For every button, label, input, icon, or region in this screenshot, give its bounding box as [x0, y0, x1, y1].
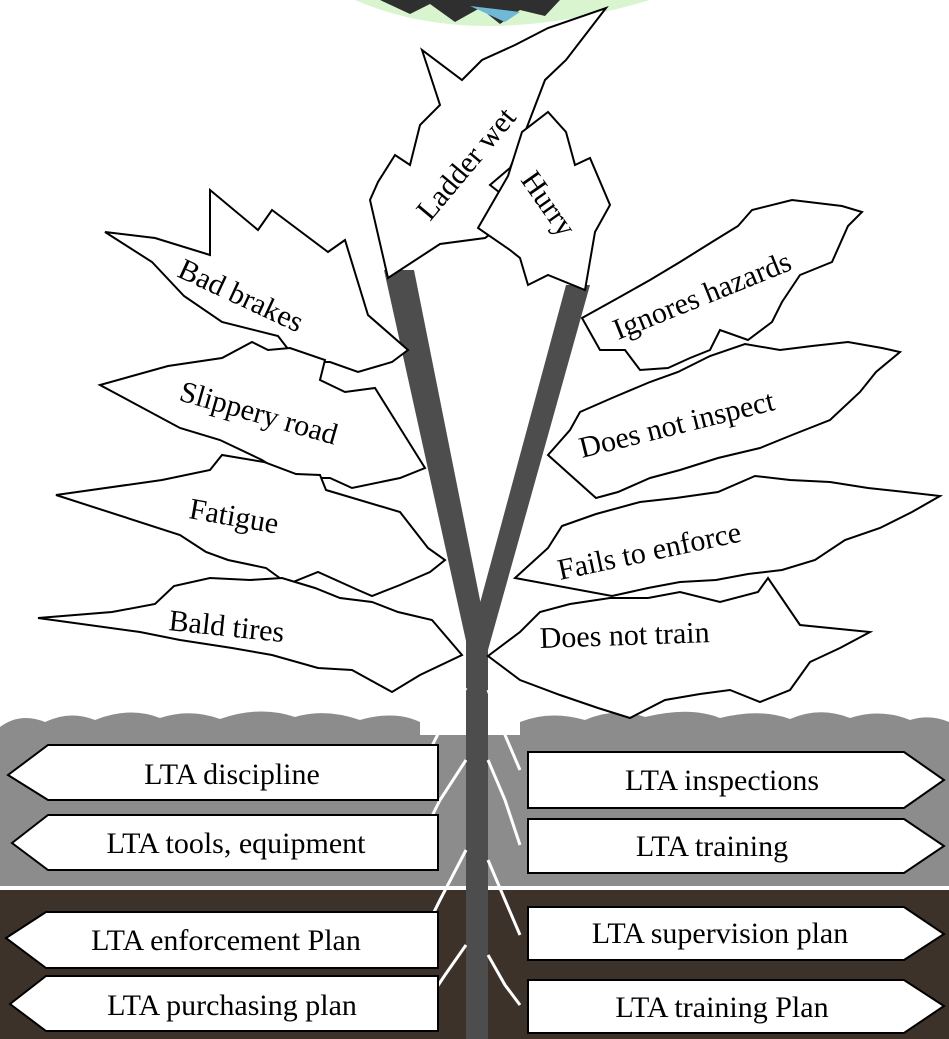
- root-box-left-1: [6, 744, 439, 801]
- trunk-branch-right: [470, 285, 590, 650]
- trunk-branch-left: [384, 270, 488, 650]
- root-right-4-label: LTA training Plan: [615, 991, 828, 1024]
- root-line-r3: [486, 859, 522, 936]
- root-left-2-label: LTA tools, equipment: [107, 827, 367, 860]
- leaves-left: Ladder wet Hurry Bad brakes Slippery roa…: [37, 5, 612, 694]
- leaf-bald-tires: [37, 576, 464, 694]
- leaf-bad-brakes: [104, 187, 410, 374]
- root-line-r4: [486, 954, 522, 1006]
- leaf-hurry: [476, 110, 612, 292]
- leaf-fatigue: [55, 453, 447, 598]
- root-line-r1: [486, 689, 522, 771]
- root-right-1-label: LTA inspections: [625, 764, 819, 797]
- root-left-3-label: LTA enforcement Plan: [91, 924, 361, 957]
- roots-left: LTA discipline LTA tools, equipment LTA …: [4, 744, 439, 1032]
- root-right-3-label: LTA supervision plan: [592, 917, 848, 950]
- roots-right: LTA inspections LTA training LTA supervi…: [527, 751, 946, 1034]
- root-right-2-label: LTA training: [636, 830, 788, 863]
- trunk-stem: [466, 630, 488, 1039]
- root-box-left-4: [8, 975, 439, 1032]
- leaf-ignores-hazards: [580, 198, 864, 372]
- leaf-fails-to-enforce: [512, 474, 944, 598]
- leaf-does-not-train-label: Does not train: [539, 616, 710, 655]
- tree-trunk: [384, 270, 590, 1039]
- root-box-right-1: [527, 751, 946, 809]
- leaf-does-not-train: [486, 576, 874, 720]
- root-box-left-3: [4, 911, 439, 969]
- root-box-right-2: [527, 818, 946, 874]
- leaves-right: Ignores hazards Does not inspect Fails t…: [486, 198, 944, 720]
- root-box-right-4: [527, 979, 946, 1034]
- root-left-4-label: LTA purchasing plan: [107, 989, 357, 1022]
- root-line-r2: [486, 759, 522, 846]
- leaf-does-not-inspect: [546, 340, 903, 500]
- root-box-left-2: [10, 814, 439, 871]
- leaf-slippery-road: [97, 340, 427, 490]
- clipart-accident-illustration: [355, 0, 650, 26]
- root-left-1-label: LTA discipline: [144, 758, 320, 791]
- root-box-right-3: [527, 906, 946, 961]
